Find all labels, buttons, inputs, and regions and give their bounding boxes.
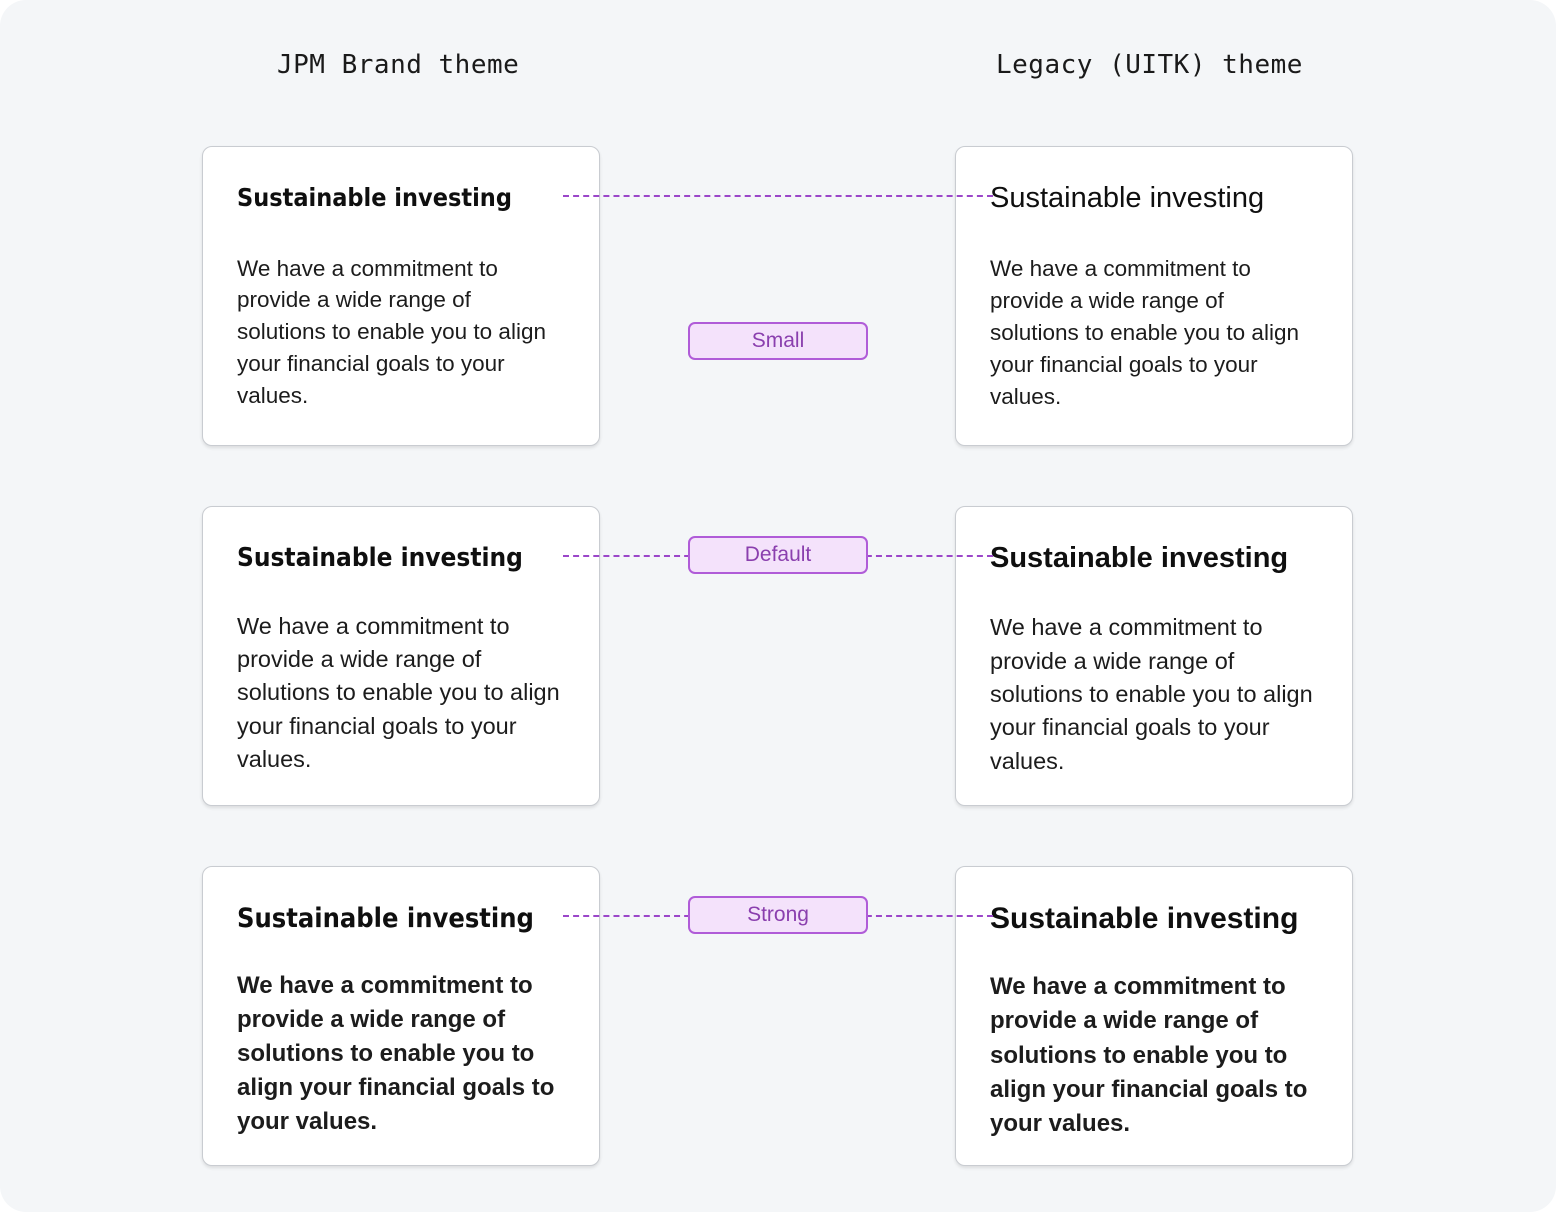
card-title: Sustainable investing <box>990 542 1289 574</box>
card-body: We have a commitment to provide a wide r… <box>990 256 1299 409</box>
card-title: Sustainable investing <box>237 183 512 212</box>
card-body: We have a commitment to provide a wide r… <box>237 612 560 773</box>
card-uitk-small[interactable]: Sustainable investing We have a commitme… <box>955 146 1353 446</box>
card-body: We have a commitment to provide a wide r… <box>237 971 555 1136</box>
card-body: We have a commitment to provide a wide r… <box>237 255 546 409</box>
variant-badge-small[interactable]: Small <box>688 322 868 360</box>
comparison-row-strong: Strong Sustainable investing We have a c… <box>0 866 1556 1166</box>
card-jpm-small[interactable]: Sustainable investing We have a commitme… <box>202 146 600 446</box>
card-title: Sustainable investing <box>237 543 523 573</box>
variant-badge-strong[interactable]: Strong <box>688 896 868 934</box>
card-title: Sustainable investing <box>237 903 534 934</box>
variant-badge-default[interactable]: Default <box>688 536 868 574</box>
card-title: Sustainable investing <box>990 182 1265 214</box>
connector-line-small <box>563 195 993 199</box>
column-header-jpm-brand: JPM Brand theme <box>277 50 520 80</box>
comparison-row-small: Small Sustainable investing We have a co… <box>0 146 1556 446</box>
card-body: We have a commitment to provide a wide r… <box>990 973 1308 1137</box>
card-title: Sustainable investing <box>990 902 1299 935</box>
card-jpm-strong[interactable]: Sustainable investing We have a commitme… <box>202 866 600 1166</box>
comparison-row-default: Default Sustainable investing We have a … <box>0 506 1556 806</box>
column-header-legacy-uitk: Legacy (UITK) theme <box>996 50 1303 80</box>
card-uitk-default[interactable]: Sustainable investing We have a commitme… <box>955 506 1353 806</box>
card-body: We have a commitment to provide a wide r… <box>990 614 1313 774</box>
card-jpm-default[interactable]: Sustainable investing We have a commitme… <box>202 506 600 806</box>
card-uitk-strong[interactable]: Sustainable investing We have a commitme… <box>955 866 1353 1166</box>
